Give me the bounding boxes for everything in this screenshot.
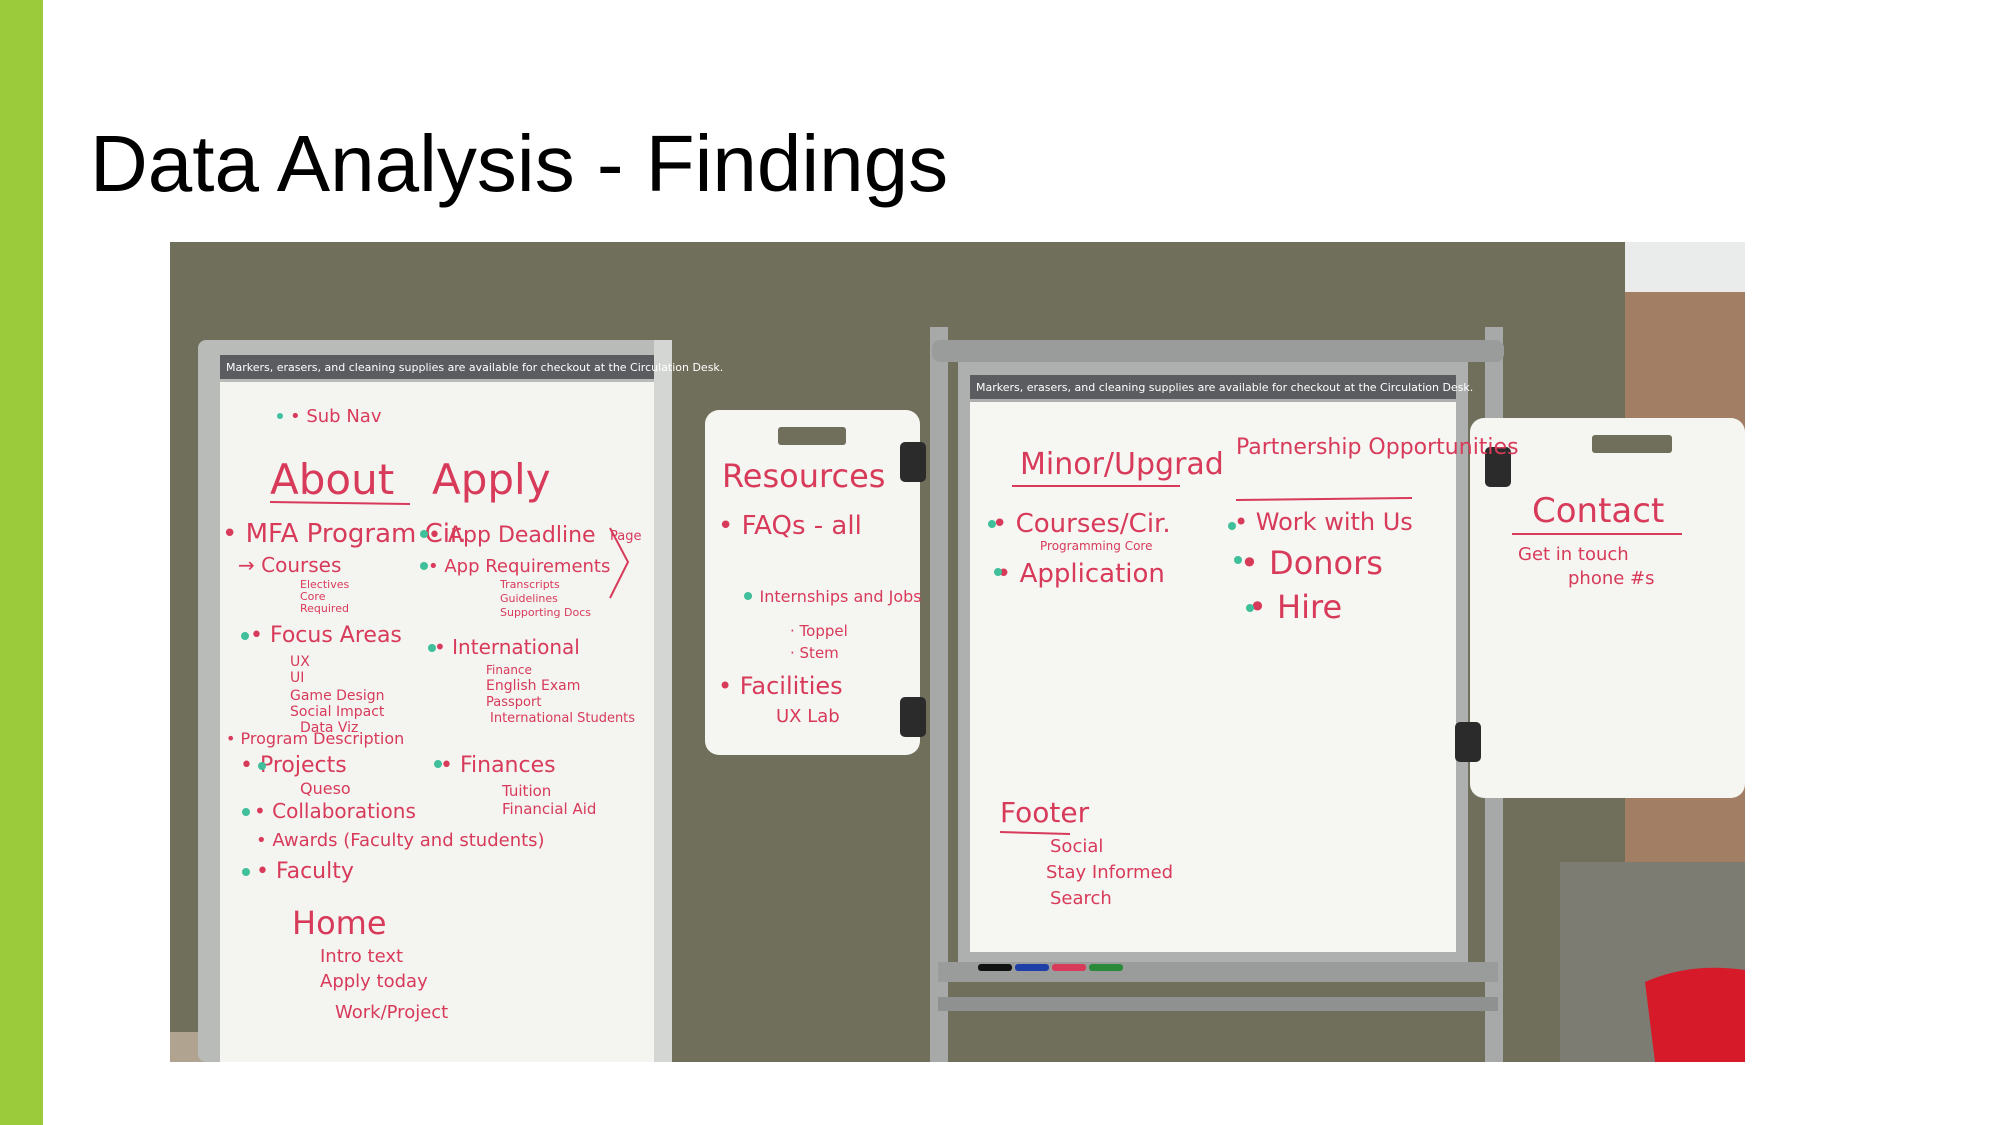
note-resources: Resources <box>722 457 885 495</box>
svg-text:Financial Aid: Financial Aid <box>502 800 596 818</box>
svg-text:· Stem: · Stem <box>790 644 839 662</box>
resources-card <box>705 410 920 755</box>
svg-text:· Toppel: · Toppel <box>790 622 848 640</box>
svg-text:phone #s: phone #s <box>1568 568 1655 589</box>
svg-text:Work/Project: Work/Project <box>335 1002 448 1023</box>
note-footer: Footer <box>1000 796 1090 829</box>
middle-board-post-left <box>930 327 948 1062</box>
note-program-description: • Program Description <box>226 729 404 748</box>
note-projects: • Projects <box>240 753 347 778</box>
left-board-header <box>220 355 654 379</box>
middle-board-header-text: Markers, erasers, and cleaning supplies … <box>976 381 1473 394</box>
note-hire: • Hire <box>1248 588 1342 626</box>
svg-text:Social: Social <box>1050 836 1103 857</box>
svg-text:English Exam: English Exam <box>486 678 580 694</box>
svg-text:Search: Search <box>1050 888 1112 909</box>
svg-text:Passport: Passport <box>486 695 541 710</box>
note-about: About <box>270 455 394 504</box>
note-donors: • Donors <box>1240 544 1383 582</box>
svg-text:Tuition: Tuition <box>501 782 551 800</box>
note-courses-cir: • Courses/Cir. <box>992 509 1171 539</box>
note-sub-nav: • Sub Nav <box>290 406 382 427</box>
note-international: • International <box>434 635 580 659</box>
note-awards: • Awards (Faculty and students) <box>256 830 545 851</box>
slide-title: Data Analysis - Findings <box>90 119 949 208</box>
marker-icon <box>978 964 1012 971</box>
svg-text:Electives: Electives <box>300 578 349 591</box>
svg-text:Transcripts: Transcripts <box>499 578 560 591</box>
bullet-dot <box>277 413 283 419</box>
note-home: Home <box>292 904 387 942</box>
note-finances: • Finances <box>440 753 556 778</box>
note-partnership: Partnership Opportunities <box>1236 435 1519 460</box>
svg-text:UX Lab: UX Lab <box>776 706 840 727</box>
photo-window <box>1625 242 1745 292</box>
note-faculty: • Faculty <box>256 859 354 884</box>
middle-board-header <box>970 375 1456 399</box>
svg-text:Intro text: Intro text <box>320 946 403 967</box>
apply-bracket <box>609 527 630 599</box>
accent-bar <box>0 0 43 1125</box>
contact-card-clip <box>1485 447 1511 487</box>
left-board-header-text: Markers, erasers, and cleaning supplies … <box>226 361 723 374</box>
note-application: • Application <box>996 559 1165 589</box>
note-collaborations: • Collaborations <box>254 799 416 823</box>
contact-card <box>1470 418 1745 798</box>
svg-text:Social Impact: Social Impact <box>290 704 385 720</box>
footer-underline <box>999 831 1071 835</box>
svg-text:Queso: Queso <box>300 779 351 798</box>
svg-text:Core: Core <box>300 590 326 603</box>
middle-board <box>970 402 1456 952</box>
svg-text:Game Design: Game Design <box>290 688 384 704</box>
note-apply: Apply <box>432 455 551 504</box>
photo-red-bin <box>1645 967 1745 1062</box>
note-minor-upgrad: Minor/Upgrad <box>1020 447 1224 482</box>
svg-text:UI: UI <box>290 670 304 686</box>
svg-text:UX: UX <box>290 654 310 670</box>
note-courses: → Courses <box>238 553 341 577</box>
note-focus-areas: • Focus Areas <box>250 623 402 648</box>
note-facilities: • Facilities <box>718 672 843 700</box>
svg-text:Page: Page <box>610 529 641 544</box>
svg-text:International Students: International Students <box>490 711 635 726</box>
left-board <box>220 382 654 1062</box>
whiteboard-photo: Markers, erasers, and cleaning supplies … <box>170 242 1745 1062</box>
note-app-requirements: • App Requirements <box>428 556 610 577</box>
svg-text:Finance: Finance <box>486 663 532 677</box>
svg-text:Supporting Docs: Supporting Docs <box>500 606 591 619</box>
svg-text:Programming Core: Programming Core <box>1040 539 1152 553</box>
svg-text:Guidelines: Guidelines <box>500 592 558 605</box>
svg-text:Required: Required <box>300 602 349 615</box>
note-app-deadline: • App Deadline <box>428 523 596 548</box>
note-faqs: • FAQs - all <box>718 511 862 541</box>
svg-text:Data Viz: Data Viz <box>300 720 358 736</box>
note-internships: • Internships and Jobs <box>745 587 922 606</box>
partnership-underline <box>1235 497 1413 501</box>
svg-text:Get in touch: Get in touch <box>1518 544 1629 565</box>
svg-text:Apply today: Apply today <box>320 971 428 992</box>
about-underline <box>269 501 411 505</box>
resources-card-clip <box>900 442 926 482</box>
svg-text:Stay Informed: Stay Informed <box>1046 862 1173 883</box>
note-work-with-us: • Work with Us <box>1234 508 1413 536</box>
note-contact: Contact <box>1532 491 1664 531</box>
